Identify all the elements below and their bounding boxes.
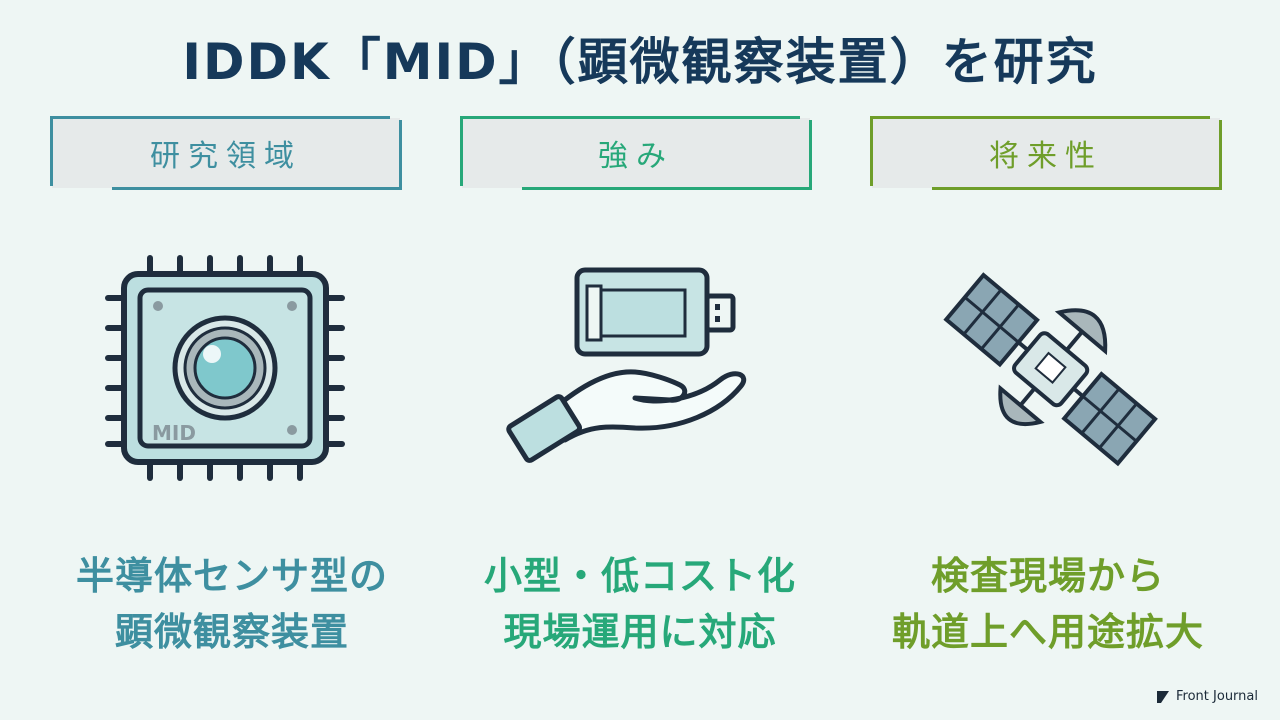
- caption-future: 検査現場から 軌道上へ用途拡大: [848, 548, 1248, 660]
- satellite-icon: [920, 240, 1180, 500]
- label-strength-text: 強み: [598, 139, 674, 174]
- caption-future-line2: 軌道上へ用途拡大: [891, 610, 1204, 654]
- label-research-area: 研究領域: [50, 116, 402, 190]
- caption-research-area-line1: 半導体センサ型の: [75, 554, 388, 598]
- label-strength: 強み: [460, 116, 812, 190]
- chip-label: MID: [152, 421, 196, 445]
- page-title: IDDK「MID」（顕微観察装置）を研究: [182, 33, 1098, 91]
- front-journal-logo-icon: [1157, 690, 1170, 703]
- microscope-chip-icon: MID: [100, 240, 360, 500]
- caption-future-line1: 検査現場から: [930, 554, 1165, 598]
- label-future: 将来性: [870, 116, 1222, 190]
- usb-hand-icon: [505, 240, 765, 500]
- caption-research-area: 半導体センサ型の 顕微観察装置: [32, 548, 432, 660]
- brand-logo: Front Journal: [1156, 689, 1258, 704]
- caption-research-area-line2: 顕微観察装置: [114, 610, 349, 654]
- caption-strength: 小型・低コスト化 現場運用に対応: [440, 548, 840, 660]
- caption-strength-line1: 小型・低コスト化: [483, 554, 796, 598]
- label-research-area-text: 研究領域: [150, 139, 302, 174]
- caption-strength-line2: 現場運用に対応: [503, 610, 777, 654]
- label-future-text: 将来性: [989, 139, 1103, 174]
- brand-name: Front Journal: [1176, 689, 1258, 704]
